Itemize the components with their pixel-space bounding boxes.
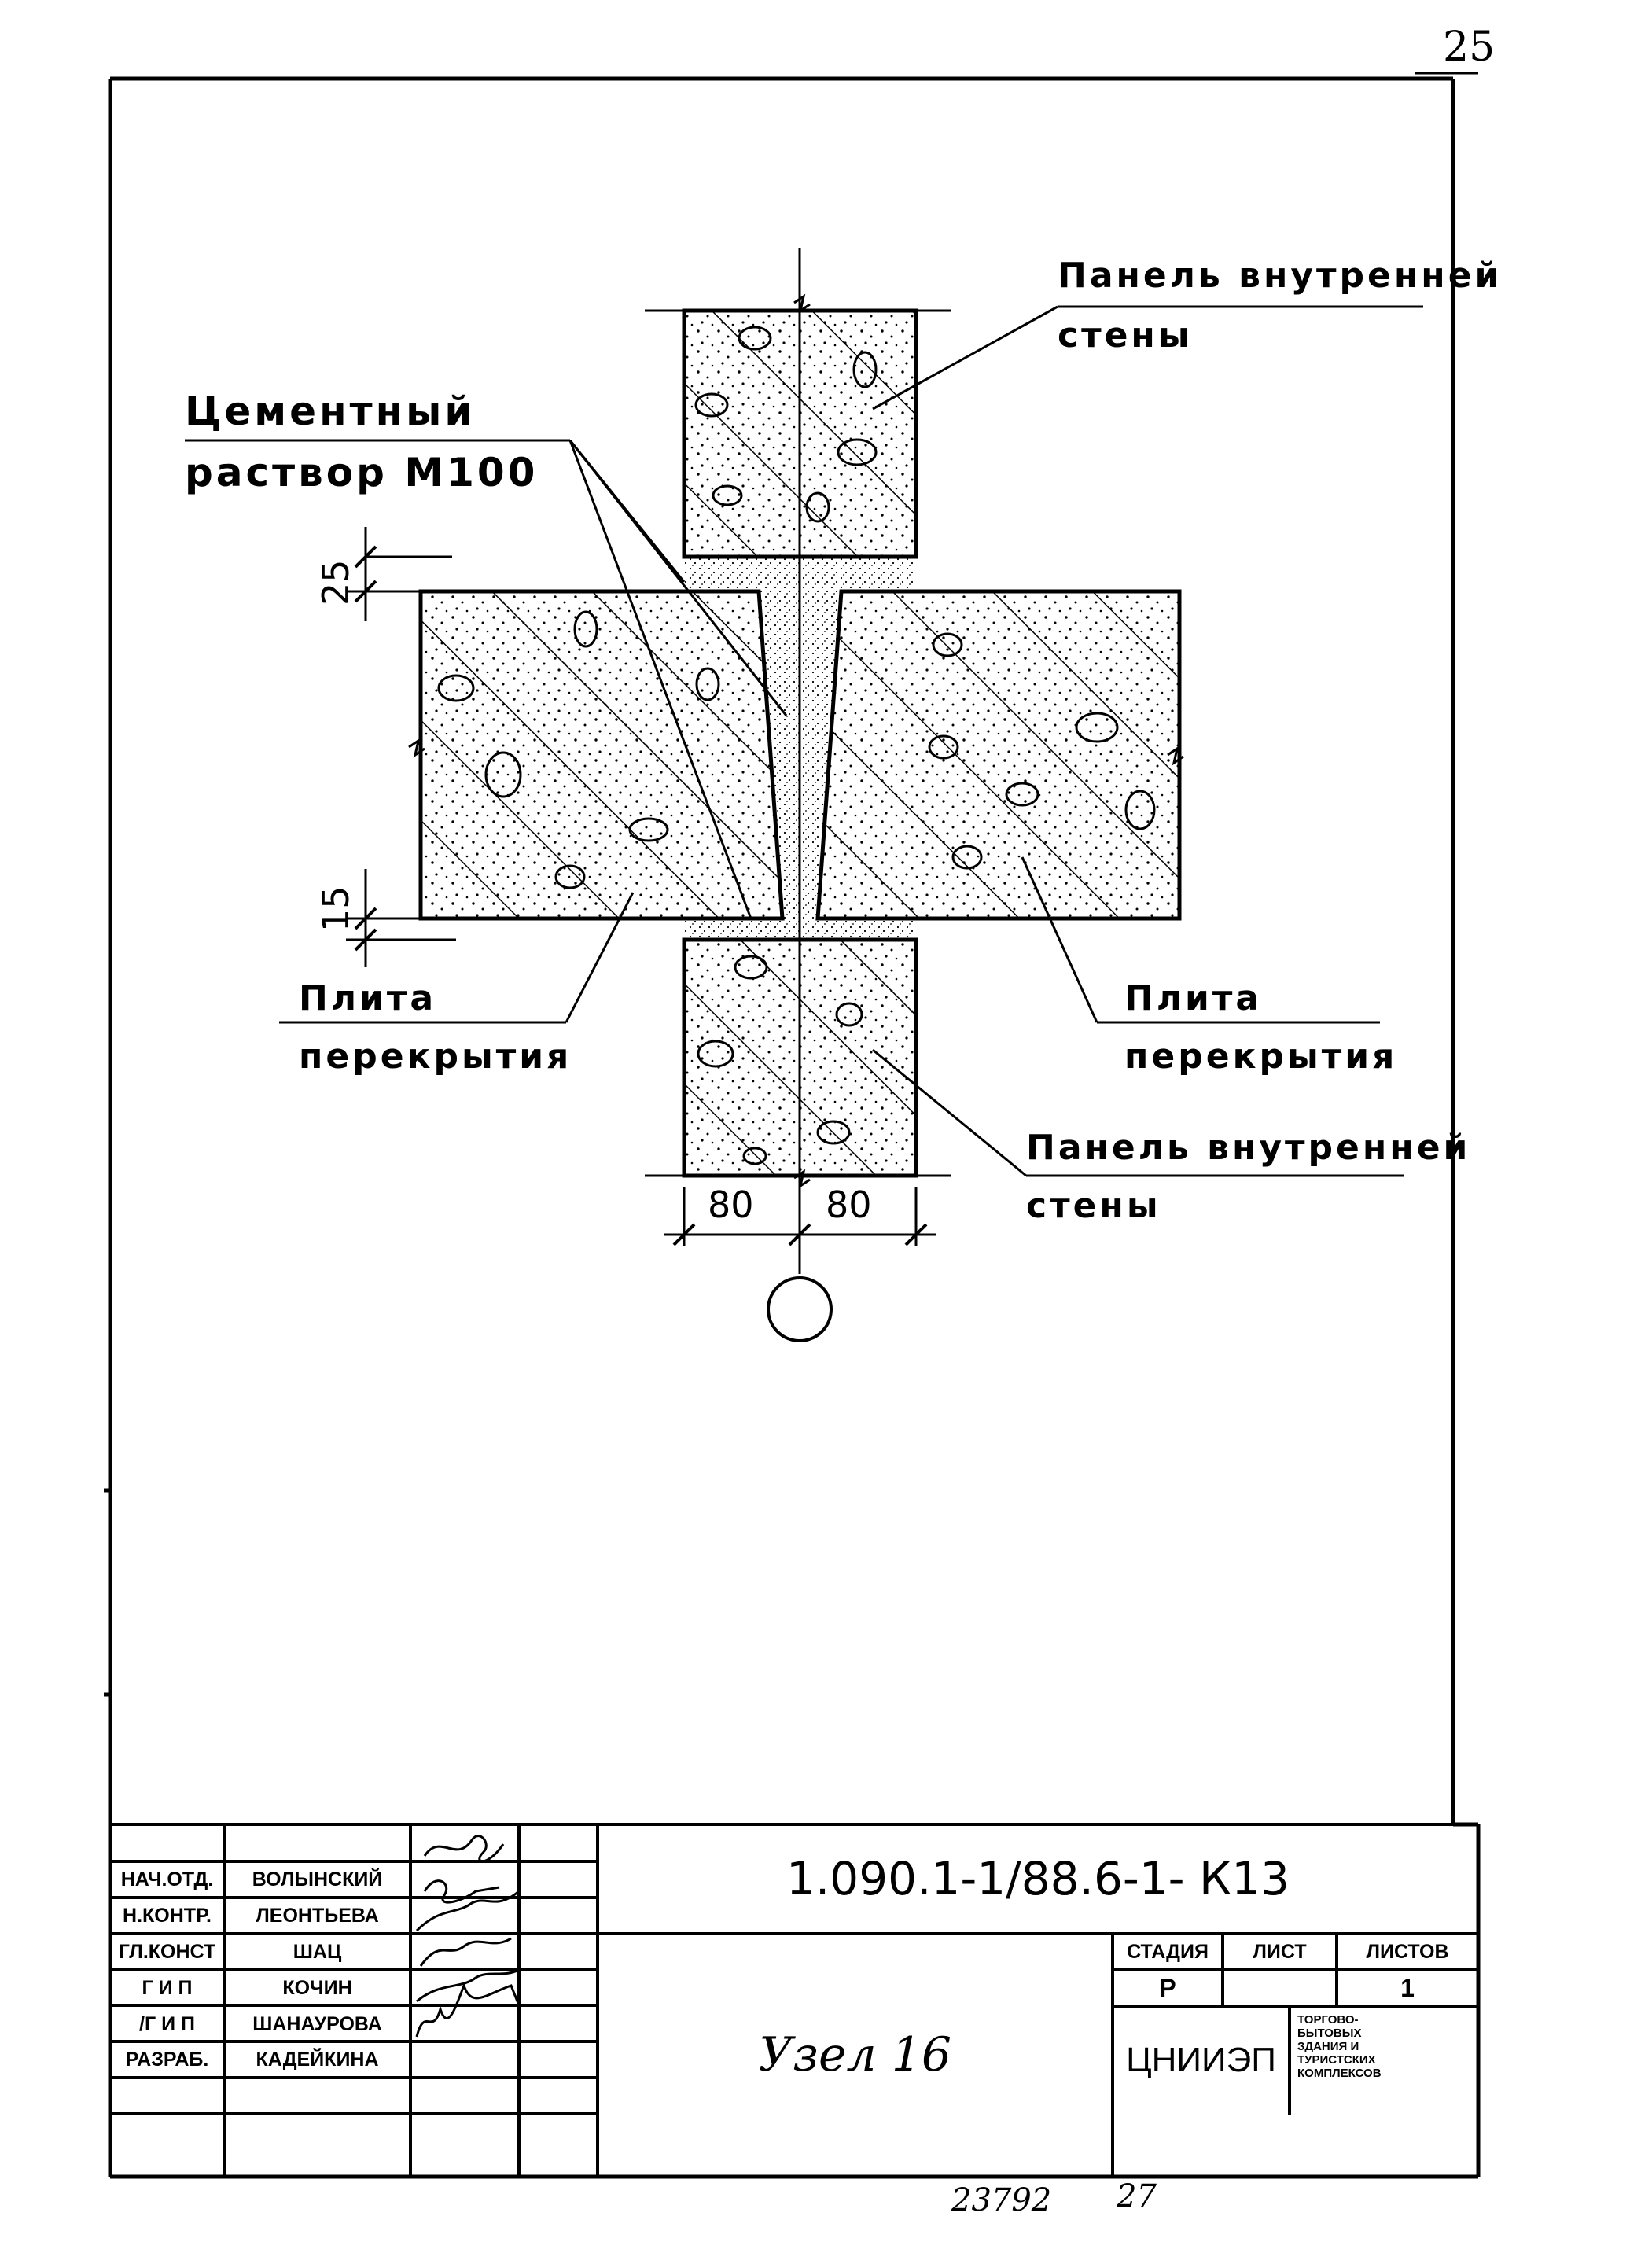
role-row: Н.КОНТР. (123, 1905, 212, 1927)
drawing-title: Узел 16 (758, 2027, 952, 2082)
label-cement-line2: раствор М100 (185, 450, 539, 495)
title-block-grid (110, 1823, 1478, 2177)
role-row: /Г И П (139, 2013, 195, 2035)
project-line: ТОРГОВО- (1297, 2013, 1359, 2027)
stage-header: СТАДИЯ (1127, 1941, 1209, 1963)
sheet-frame (104, 72, 1481, 2179)
dimension-lines (346, 527, 936, 1246)
role-row: РАЗРАБ. (125, 2049, 209, 2071)
label-slab-left: Плита перекрытия (299, 975, 572, 1080)
sheets-value: 1 (1400, 1974, 1415, 2002)
sheet-header: ЛИСТ (1253, 1941, 1307, 1963)
axis-line (408, 248, 1184, 1274)
label-panel-bottom-line1: Панель внутренней (1026, 1128, 1471, 1168)
leader-lines (185, 305, 1423, 1177)
label-cement: Цементный раствор М100 (185, 385, 538, 499)
project-description: ТОРГОВО- БЫТОВЫХ ЗДАНИЯ И ТУРИСТСКИХ КОМ… (1297, 2013, 1470, 2080)
signature-6 (415, 1982, 521, 2038)
label-slab-right-line1: Плита (1124, 978, 1263, 1018)
label-slab-left-line1: Плита (299, 978, 437, 1018)
signature-1 (423, 1835, 505, 1863)
role-row: НАЧ.ОТД. (120, 1868, 214, 1890)
sheet-value (1223, 1970, 1337, 2007)
dim-right-width: 80 (826, 1184, 872, 1226)
project-line: ТУРИСТСКИХ (1297, 2053, 1376, 2067)
stage-value: Р (1159, 1974, 1176, 2002)
label-slab-right: Плита перекрытия (1124, 975, 1397, 1080)
label-slab-right-line2: перекрытия (1124, 1036, 1398, 1077)
floor-slab-left (418, 589, 785, 921)
name-row: КОЧИН (282, 1977, 352, 1999)
role-row: Г И П (142, 1977, 193, 1999)
signature-5 (416, 1968, 520, 2003)
organization: ЦНИИЭП (1126, 2041, 1276, 2079)
inventory-number: 23792 (951, 2182, 1052, 2218)
sheets-header: ЛИСТОВ (1366, 1941, 1449, 1963)
label-cement-line1: Цементный (185, 388, 476, 434)
signature-3 (415, 1890, 520, 1932)
dim-bottom-gap: 15 (315, 885, 357, 932)
dim-left-width: 80 (708, 1184, 754, 1226)
name-row: КАДЕЙКИНА (256, 2049, 379, 2071)
project-line: ЗДАНИЯ И (1297, 2040, 1359, 2053)
document-code: 1.090.1-1/88.6-1- К13 (786, 1852, 1290, 1905)
label-panel-bottom: Панель внутренней стены (1026, 1125, 1470, 1230)
axis-marker-circle (767, 1276, 833, 1342)
dim-top-gap: 25 (315, 559, 357, 606)
format-number: 27 (1117, 2178, 1157, 2214)
name-row: ШАНАУРОВА (252, 2013, 382, 2035)
role-row: ГЛ.КОНСТ (118, 1941, 216, 1963)
label-panel-bottom-line2: стены (1026, 1186, 1161, 1226)
label-panel-top: Панель внутренней стены (1058, 252, 1502, 360)
name-row: ШАЦ (293, 1941, 342, 1963)
signatures (415, 1835, 521, 2038)
signature-4 (419, 1937, 512, 1967)
label-slab-left-line2: перекрытия (299, 1036, 572, 1077)
label-panel-top-line2: стены (1058, 315, 1193, 355)
name-row: ЛЕОНТЬЕВА (256, 1905, 379, 1927)
floor-slab-right (815, 589, 1182, 921)
project-line: БЫТОВЫХ (1297, 2027, 1362, 2040)
name-row: ВОЛЫНСКИЙ (252, 1868, 383, 1890)
label-panel-top-line1: Панель внутренней (1058, 256, 1503, 296)
signature-2 (423, 1879, 500, 1904)
page-number: 25 (1443, 24, 1496, 71)
project-line: КОМПЛЕКСОВ (1297, 2067, 1382, 2080)
